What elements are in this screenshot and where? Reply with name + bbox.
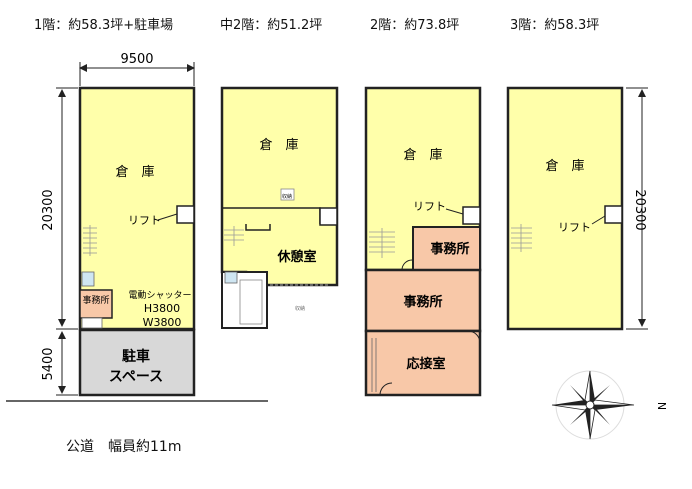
floor-2-office-small xyxy=(412,226,481,271)
floor-1-shutter-title: 電動シャッター xyxy=(128,290,191,301)
floor-1-parking-label-line1: 駐車 xyxy=(122,348,150,365)
floor-3-plan xyxy=(506,86,624,331)
road-label: 公道 幅員約11m xyxy=(66,439,182,455)
floor-2-warehouse-label: 倉 庫 xyxy=(403,148,442,163)
floor-2-office-large xyxy=(364,268,482,333)
floor-m2-storage-label-b: 収納 xyxy=(295,305,305,312)
floor-m2-plan xyxy=(220,86,339,329)
floor-m2-lounge-label: 休憩室 xyxy=(276,249,316,265)
floor-m2-warehouse-label: 倉 庫 xyxy=(259,138,298,153)
floor-1-parking-area xyxy=(78,328,196,397)
floor-1-office-label: 事務所 xyxy=(82,294,109,306)
floor-2-plan xyxy=(364,86,482,397)
dimension-lines xyxy=(56,62,648,396)
floor-2-reception-label: 応接室 xyxy=(406,356,445,372)
floor-2-lift-label: リフト xyxy=(413,200,446,213)
dimension-height-left-label: 20300 xyxy=(41,189,56,230)
floor-3-warehouse-area xyxy=(506,86,624,331)
floor-2-title: 2階：約73.8坪 xyxy=(370,18,460,33)
compass-rose-icon xyxy=(551,370,635,440)
floor-3-lift-label: リフト xyxy=(558,221,591,234)
floor-1-shutter-height: H3800 xyxy=(144,302,180,315)
floor-1-plan xyxy=(78,86,196,397)
floor-3-title: 3階：約58.3坪 xyxy=(510,18,600,33)
floor-3-warehouse-label: 倉 庫 xyxy=(545,159,584,174)
floor-2-office-small-label: 事務所 xyxy=(430,241,469,257)
floor-1-lift-box xyxy=(176,205,195,224)
floor-m2-storage-label-a: 収納 xyxy=(282,193,292,200)
floor-1-shutter-width: W3800 xyxy=(143,316,182,329)
dimension-width-label: 9500 xyxy=(120,52,153,67)
floor-1-parking-label-line2: スペース xyxy=(109,369,163,385)
floor-2-reception-room xyxy=(364,329,482,397)
road-boundary-line xyxy=(6,400,268,402)
dimension-height-right-label: 20300 xyxy=(632,189,647,230)
floor-1-title: 1階：約58.3坪+駐車場 xyxy=(34,18,174,33)
compass-north-label: N xyxy=(655,402,668,410)
floor-1-stairs xyxy=(83,225,97,256)
dimension-parking-label: 5400 xyxy=(41,347,56,380)
floor-2-office-large-label: 事務所 xyxy=(403,294,442,310)
floor-1-warehouse-label: 倉 庫 xyxy=(115,165,154,180)
floor-1-lift-label: リフト xyxy=(128,214,161,227)
floor-m2-title: 中2階：約51.2坪 xyxy=(220,18,323,33)
